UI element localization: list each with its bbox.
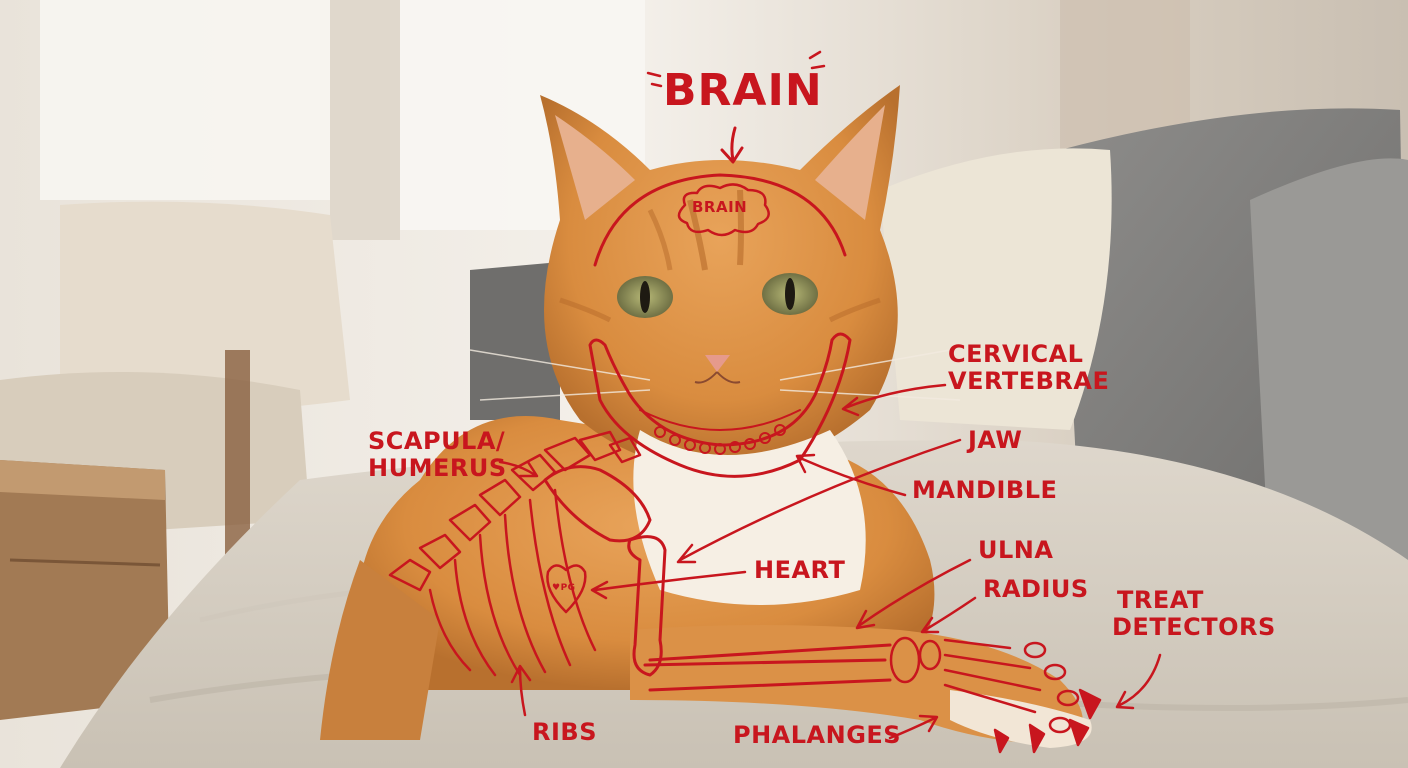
treat-line-2: DETECTORS	[1112, 612, 1276, 641]
forearm-bones	[643, 643, 892, 692]
brain-title-label: BRAIN	[663, 65, 823, 116]
jaw-label: JAW	[968, 426, 1023, 454]
cervical-line-2: VERTEBRAE	[948, 366, 1110, 395]
treat-detectors-label: TREAT DETECTORS	[1112, 587, 1276, 641]
ribs-outline	[428, 488, 597, 677]
ulna-label: ULNA	[978, 536, 1054, 564]
scapula-line-2: HUMERUS	[368, 453, 507, 482]
scapula-line-1: SCAPULA/	[368, 427, 506, 455]
cranium-outline	[593, 173, 847, 267]
mandible-outline	[588, 332, 852, 478]
phalanges-label: PHALANGES	[733, 721, 902, 749]
label-arrows	[498, 383, 1162, 740]
brain-cloud-label: BRAIN	[692, 198, 748, 216]
mandible-label: MANDIBLE	[912, 476, 1058, 504]
heart-outline	[546, 564, 587, 614]
treat-line-1: TREAT	[1117, 586, 1204, 614]
brain-cloud	[677, 183, 770, 237]
cervical-line-1: CERVICAL	[948, 340, 1084, 368]
ribs-label: RIBS	[532, 718, 597, 746]
heart-label: HEART	[754, 556, 846, 584]
paw-bones	[889, 636, 1080, 734]
spine-outline	[388, 430, 642, 592]
scapula-outline	[543, 465, 652, 543]
humerus-outline	[627, 535, 667, 677]
scapula-humerus-label: SCAPULA/ HUMERUS	[368, 428, 507, 482]
heart-inner-label: ♥PG	[552, 583, 576, 593]
radius-label: RADIUS	[983, 575, 1089, 603]
anatomy-sketch	[388, 50, 1162, 754]
cervical-vertebrae-label: CERVICAL VERTEBRAE	[948, 341, 1109, 395]
